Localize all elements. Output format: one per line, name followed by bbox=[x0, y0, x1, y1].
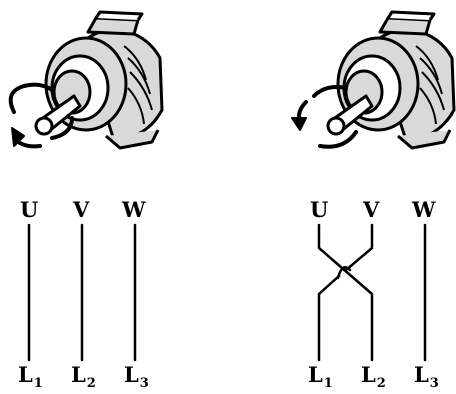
label-l2-right: L2 bbox=[361, 362, 386, 391]
label-v-left: V bbox=[73, 197, 90, 222]
wire-u-l2 bbox=[317, 223, 374, 362]
label-w-left: W bbox=[122, 197, 146, 222]
label-l3-right: L3 bbox=[414, 362, 439, 391]
wire-v-l1 bbox=[317, 223, 374, 362]
label-l1-left: L1 bbox=[18, 362, 43, 391]
label-l3-left: L3 bbox=[124, 362, 149, 391]
left-motor-icon bbox=[34, 10, 164, 150]
label-l2-left: L2 bbox=[71, 362, 96, 391]
label-l1-right: L1 bbox=[308, 362, 333, 391]
wire-crossover-hump bbox=[336, 266, 352, 280]
right-wiring bbox=[317, 223, 427, 362]
left-wiring bbox=[27, 223, 137, 362]
label-w-right: W bbox=[412, 197, 436, 222]
rotation-counterclockwise-icon bbox=[291, 85, 358, 149]
label-u-left: U bbox=[20, 197, 39, 222]
rotation-clockwise-icon bbox=[8, 82, 74, 149]
label-v-right: V bbox=[363, 197, 380, 222]
label-u-right: U bbox=[310, 197, 329, 222]
right-motor-icon bbox=[326, 10, 456, 150]
